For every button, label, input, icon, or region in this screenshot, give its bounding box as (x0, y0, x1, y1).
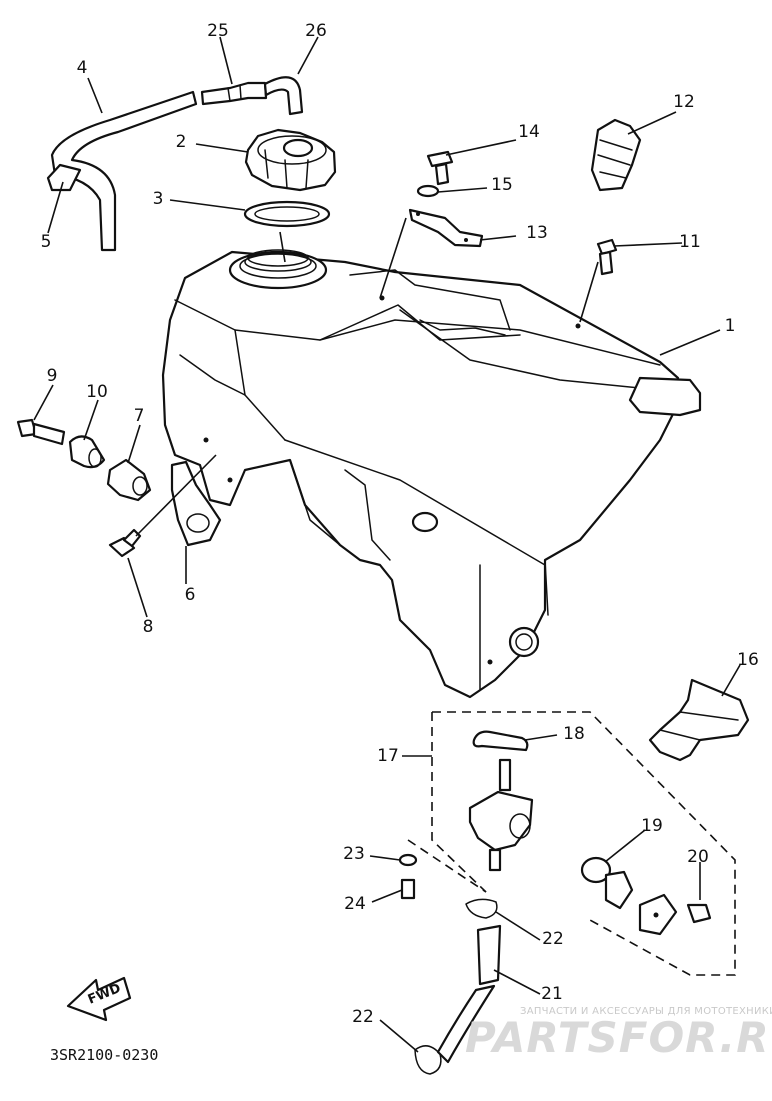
callout-22a: 22 (542, 929, 564, 949)
damper (106, 458, 152, 502)
tank-stay (170, 460, 222, 547)
callout-20: 20 (687, 847, 709, 867)
fuel-tank (161, 249, 680, 699)
callout-6: 6 (185, 585, 196, 605)
callout-5: 5 (41, 232, 52, 252)
screw-11 (596, 238, 618, 276)
fuel-cap (244, 128, 337, 192)
diagram-code: 3SR2100-0230 (50, 1046, 158, 1064)
watermark-brand: PARTSFOR.RU (465, 1013, 772, 1062)
callout-25: 25 (207, 21, 229, 41)
callout-8: 8 (143, 617, 154, 637)
callout-9: 9 (47, 366, 58, 386)
seat-bracket (648, 678, 750, 762)
breather-hose (46, 90, 198, 252)
callout-11: 11 (679, 232, 701, 252)
screw-14 (426, 150, 454, 186)
callout-23: 23 (343, 844, 365, 864)
washer-15 (416, 184, 440, 198)
fuel-cock-assembly (398, 711, 736, 1075)
callout-4: 4 (77, 58, 88, 78)
callout-24: 24 (344, 894, 366, 914)
callout-16: 16 (737, 650, 759, 670)
tank-bracket (408, 208, 484, 248)
callout-21: 21 (541, 984, 563, 1004)
callout-19: 19 (641, 816, 663, 836)
callout-1: 1 (725, 316, 736, 336)
leader-lines (33, 36, 741, 1053)
mount-bolt (16, 418, 66, 446)
callout-17: 17 (377, 746, 399, 766)
callout-3: 3 (153, 189, 164, 209)
callout-10: 10 (86, 382, 108, 402)
side-cover-bracket (590, 118, 702, 417)
cap-gasket (243, 200, 331, 228)
collar (68, 435, 106, 469)
fwd-arrow: FWD (66, 976, 132, 1022)
callouts: 1 2 3 4 5 6 7 8 9 10 11 12 13 14 15 16 1… (41, 21, 759, 1027)
callout-15: 15 (491, 175, 513, 195)
bolt-8 (108, 528, 142, 558)
callout-7: 7 (134, 406, 145, 426)
hose-fitting (200, 76, 304, 116)
callout-2: 2 (176, 132, 187, 152)
callout-18: 18 (563, 724, 585, 744)
watermark-tagline: ЗАПЧАСТИ И АКСЕССУАРЫ ДЛЯ МОТОТЕХНИКИ (520, 1006, 772, 1017)
callout-13: 13 (526, 223, 548, 243)
callout-12: 12 (673, 92, 695, 112)
callout-26: 26 (305, 21, 327, 41)
callout-14: 14 (518, 122, 540, 142)
callout-22b: 22 (352, 1007, 374, 1027)
watermark: ЗАПЧАСТИ И АКСЕССУАРЫ ДЛЯ МОТОТЕХНИКИ PA… (465, 1006, 772, 1062)
